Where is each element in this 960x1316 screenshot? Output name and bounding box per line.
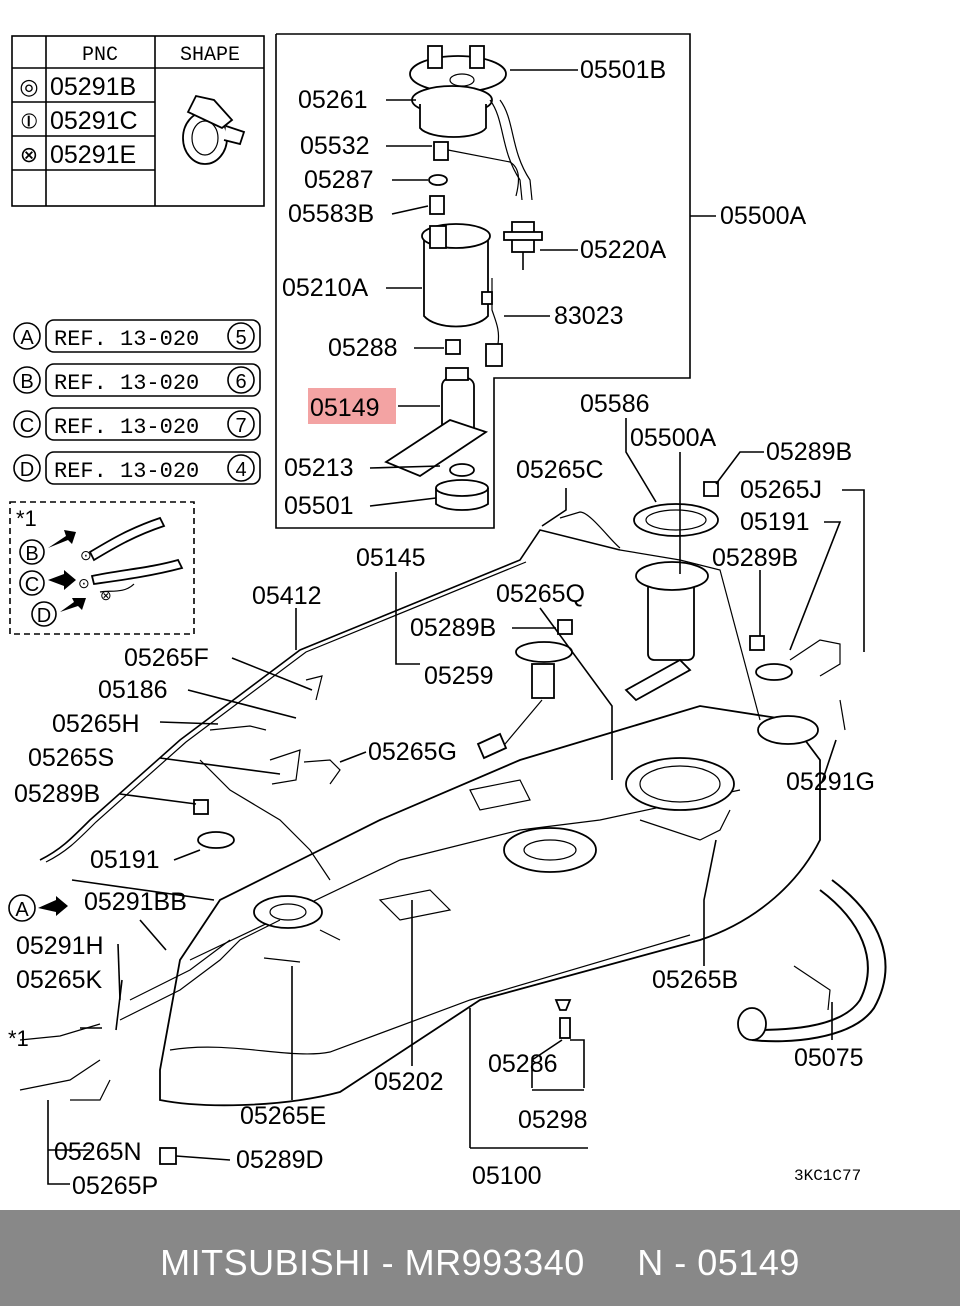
- pnc-header: PNC: [82, 44, 118, 67]
- pnc-symbol: ⦶: [21, 108, 37, 133]
- svg-text:4: 4: [235, 459, 246, 481]
- svg-text:*1: *1: [16, 506, 37, 531]
- svg-text:⊗: ⊗: [100, 587, 112, 603]
- part-label: 05286: [488, 1050, 558, 1078]
- part-label: 05500A: [630, 424, 717, 452]
- svg-text:D: D: [20, 459, 34, 481]
- part-label: 05265P: [72, 1172, 158, 1200]
- part-label: 05265G: [368, 738, 457, 766]
- part-label: 05191: [90, 846, 160, 874]
- part-label: 05287: [304, 166, 374, 194]
- part-label: 05583B: [288, 200, 374, 228]
- ref-letter: A: [15, 899, 29, 921]
- svg-text:REF. 13-020: REF. 13-020: [54, 459, 199, 484]
- pnc-code: 05291E: [50, 141, 136, 169]
- reference-list: A REF. 13-020 5 B REF. 13-020 6 C REF. 1…: [13, 319, 261, 485]
- leader-lines: [47, 69, 865, 1185]
- svg-text:C: C: [20, 415, 34, 437]
- svg-text:REF. 13-020: REF. 13-020: [54, 327, 199, 352]
- reference-item: D REF. 13-020 4: [13, 451, 261, 485]
- svg-text:B: B: [25, 543, 38, 565]
- part-label-highlighted: 05149: [310, 394, 380, 422]
- reference-item: C REF. 13-020 7: [13, 407, 261, 441]
- svg-text:B: B: [20, 371, 33, 393]
- part-label: 05220A: [580, 236, 667, 264]
- parts-diagram: PNC SHAPE ◎ 05291B ⦶ 05291C ⊗ 05291E A R…: [8, 33, 887, 1200]
- footer-caption: MITSUBISHI - MR993340 N - 05149: [160, 1242, 800, 1283]
- part-labels: 05501B 05261 05532 05287 05583B 05500A 0…: [8, 56, 875, 1200]
- part-label: 05261: [298, 86, 368, 114]
- reference-item: A REF. 13-020 5: [13, 319, 261, 353]
- part-label: 05586: [580, 390, 650, 418]
- part-label: 05265N: [54, 1138, 142, 1166]
- part-label: 05298: [518, 1106, 588, 1134]
- part-label: 05500A: [720, 202, 807, 230]
- part-label: 05289D: [236, 1146, 324, 1174]
- part-label: 83023: [554, 302, 624, 330]
- diagram-code: 3KC1C77: [794, 1167, 861, 1185]
- pnc-symbol: ◎: [19, 74, 38, 99]
- part-label: 05265K: [16, 966, 103, 994]
- svg-text:D: D: [37, 605, 51, 627]
- part-label: 05191: [740, 508, 810, 536]
- svg-text:7: 7: [235, 415, 246, 437]
- part-label: 05291H: [16, 932, 104, 960]
- part-label: 05100: [472, 1162, 542, 1190]
- svg-text:REF. 13-020: REF. 13-020: [54, 415, 199, 440]
- part-label: 05265C: [516, 456, 604, 484]
- part-label: 05289B: [766, 438, 852, 466]
- svg-text:5: 5: [235, 327, 246, 349]
- part-label: 05288: [328, 334, 398, 362]
- part-label: 05202: [374, 1068, 444, 1096]
- part-label: 05289B: [712, 544, 798, 572]
- detail-box: *1 B C D ⊗ ⊙ ⊙: [9, 501, 195, 635]
- pnc-symbol: ⊗: [20, 142, 38, 167]
- part-label: 05265E: [240, 1102, 326, 1130]
- detail-marker: *1: [8, 1026, 29, 1051]
- part-label: 05259: [424, 662, 494, 690]
- part-label: 05289B: [410, 614, 496, 642]
- svg-text:⊙: ⊙: [80, 547, 92, 563]
- svg-text:6: 6: [235, 371, 246, 393]
- arrow-icon: [48, 570, 76, 590]
- part-label: 05075: [794, 1044, 864, 1072]
- svg-text:REF. 13-020: REF. 13-020: [54, 371, 199, 396]
- part-label: 05213: [284, 454, 354, 482]
- footer-bar: MITSUBISHI - MR993340 N - 05149: [0, 1210, 960, 1306]
- pump-module-illustration: [384, 45, 543, 511]
- part-label: 05265J: [740, 476, 822, 504]
- part-label: 05291BB: [84, 888, 187, 916]
- part-label: 05501: [284, 492, 354, 520]
- part-label: 05186: [98, 676, 168, 704]
- part-label: 05412: [252, 582, 322, 610]
- clamp-shape-icon: [182, 94, 246, 165]
- part-label: 05265Q: [496, 580, 585, 608]
- part-label: 05265B: [652, 966, 738, 994]
- pump-module-box: [275, 33, 691, 529]
- part-label: 05210A: [282, 274, 369, 302]
- pnc-code: 05291C: [50, 107, 138, 135]
- part-label: 05265S: [28, 744, 114, 772]
- fuel-tank-illustration: [19, 481, 887, 1165]
- svg-text:⊙: ⊙: [78, 575, 90, 591]
- part-label: 05265H: [52, 710, 140, 738]
- part-label: 05532: [300, 132, 370, 160]
- part-label: 05145: [356, 544, 426, 572]
- svg-text:C: C: [25, 574, 39, 596]
- pnc-table: PNC SHAPE ◎ 05291B ⦶ 05291C ⊗ 05291E: [11, 35, 265, 207]
- part-label: 05291G: [786, 768, 875, 796]
- shape-header: SHAPE: [180, 44, 240, 67]
- arrow-icon: [60, 598, 86, 612]
- pnc-code: 05291B: [50, 73, 136, 101]
- arrow-icon: [48, 530, 76, 548]
- highlight-box: [308, 388, 396, 424]
- svg-text:A: A: [20, 327, 34, 349]
- part-label: 05501B: [580, 56, 666, 84]
- part-label: 05265F: [124, 644, 209, 672]
- reference-item: B REF. 13-020 6: [13, 363, 261, 397]
- part-label: 05289B: [14, 780, 100, 808]
- arrow-icon: [38, 896, 68, 916]
